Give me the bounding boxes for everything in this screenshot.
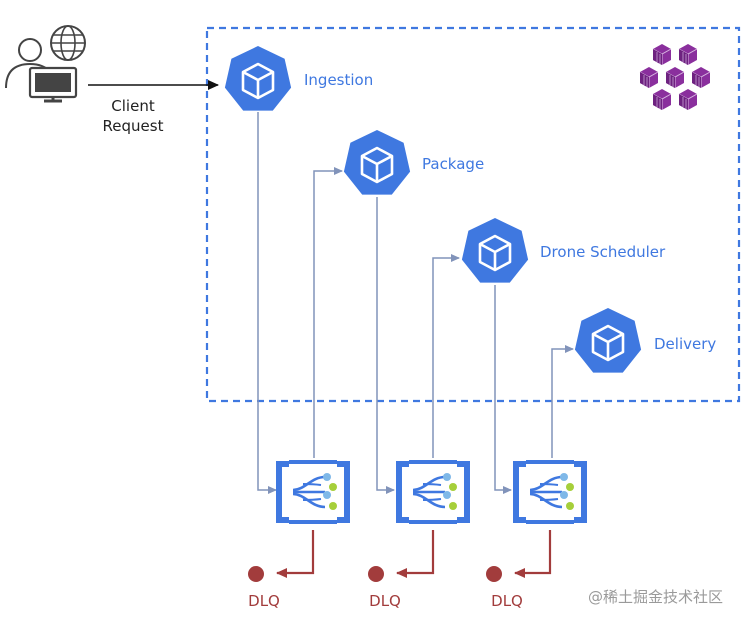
dlq-dot-2 (368, 566, 384, 582)
dlq-dot-1 (248, 566, 264, 582)
client-request-label: Client Request (88, 96, 178, 136)
service-label-drone-scheduler: Drone Scheduler (540, 243, 666, 261)
cluster-boundary (205, 26, 741, 403)
message-queue-icon-1 (279, 462, 347, 522)
message-queue-icon-3 (516, 462, 584, 522)
dlq-arrow-3 (514, 530, 552, 578)
delivery-service-icon (573, 306, 643, 374)
package-service-icon (342, 128, 412, 196)
dlq-connectors (276, 530, 552, 578)
service-label-package: Package (422, 155, 485, 173)
queue-1-to-package-arrow (313, 167, 343, 458)
queue-2-to-drone-scheduler-arrow (432, 254, 460, 458)
dlq-arrow-1 (276, 530, 315, 578)
drone-scheduler-service-icon (460, 216, 530, 284)
dlq-dot-3 (486, 566, 502, 582)
dlq-arrow-2 (396, 530, 435, 578)
dlq-label-1: DLQ (248, 592, 280, 610)
package-to-queue-2-arrow (376, 197, 395, 494)
queue-3-to-delivery-arrow (551, 345, 574, 458)
flow-connectors (257, 112, 574, 494)
client-label-line1: Client (111, 97, 155, 115)
dlq-label-2: DLQ (369, 592, 401, 610)
ingestion-service-icon (223, 44, 293, 112)
dlq-label-3: DLQ (491, 592, 523, 610)
kubernetes-cluster-icon (639, 43, 711, 111)
message-queue-icon-2 (399, 462, 467, 522)
client-label-line2: Request (102, 117, 164, 135)
ingestion-to-queue-1-arrow (257, 112, 277, 494)
user-globe-computer-icon (5, 25, 86, 103)
watermark-text: @稀土掘金技术社区 (588, 588, 724, 606)
drone-scheduler-to-queue-3-arrow (494, 285, 512, 494)
service-label-ingestion: Ingestion (304, 71, 374, 89)
service-label-delivery: Delivery (654, 335, 717, 353)
